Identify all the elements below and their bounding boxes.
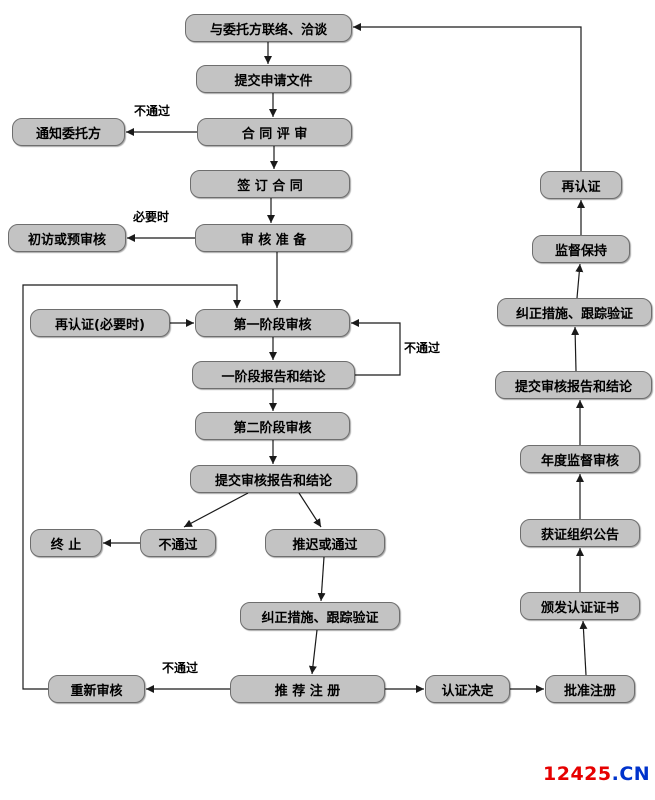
watermark-logo: 12425.CN — [543, 763, 650, 785]
edge-corrective-to-recommend — [308, 629, 318, 675]
node-org-announcement: 获证组织公告 — [520, 519, 640, 547]
node-submit-application: 提交申请文件 — [196, 65, 351, 93]
node-issue-certificate: 颁发认证证书 — [520, 592, 640, 620]
node-submit-audit-report: 提交审核报告和结论 — [190, 465, 357, 493]
edge-recert-to-contact — [353, 23, 582, 171]
node-corrective-measures: 纠正措施、跟踪验证 — [240, 602, 400, 630]
node-recert-if-needed: 再认证(必要时) — [30, 309, 170, 337]
node-annual-supervision: 年度监督审核 — [520, 445, 640, 473]
edge-label-register-fail: 不通过 — [162, 661, 199, 675]
edge-postpone-to-corrective — [317, 556, 326, 602]
node-cert-decision: 认证决定 — [425, 675, 510, 703]
node-submit-report-right: 提交审核报告和结论 — [495, 371, 652, 399]
node-recommend-register: 推 荐 注 册 — [230, 675, 385, 703]
node-stage1-report: 一阶段报告和结论 — [192, 361, 355, 389]
edge-approve-to-issue-cert — [579, 620, 588, 676]
node-approve-register: 批准注册 — [545, 675, 635, 703]
node-supervision-keep: 监督保持 — [532, 235, 630, 263]
node-recertification: 再认证 — [540, 171, 622, 199]
node-stage1-audit: 第一阶段审核 — [195, 309, 350, 337]
node-initial-visit: 初访或预审核 — [8, 224, 126, 252]
edge-label-contract-fail: 不通过 — [134, 104, 171, 118]
node-audit-preparation: 审 核 准 备 — [195, 224, 352, 252]
node-postpone-or-pass: 推迟或通过 — [265, 529, 385, 557]
watermark-logo-red: 12425 — [543, 763, 612, 785]
node-contract-review: 合 同 评 审 — [197, 118, 352, 146]
edge-corrective-right-to-supervision — [575, 263, 584, 299]
node-fail: 不通过 — [140, 529, 216, 557]
node-contact-client: 与委托方联络、洽谈 — [185, 14, 352, 42]
node-stage2-audit: 第二阶段审核 — [195, 412, 350, 440]
node-notify-client: 通知委托方 — [12, 118, 125, 146]
node-corrective-right: 纠正措施、跟踪验证 — [497, 298, 652, 326]
edge-reaudit-loop-to-stage1 — [22, 284, 241, 690]
edge-label-when-necessary: 必要时 — [133, 210, 170, 224]
watermark-logo-blue: .CN — [611, 763, 651, 785]
edge-stage1-report-fail-loop — [351, 319, 401, 376]
node-sign-contract: 签 订 合 同 — [190, 170, 350, 198]
edge-submit-report-to-postpone — [298, 492, 322, 528]
edge-report-right-to-corrective-right — [571, 326, 580, 372]
node-re-audit: 重新审核 — [48, 675, 145, 703]
edge-label-stage1-fail: 不通过 — [404, 341, 441, 355]
node-terminate: 终 止 — [30, 529, 102, 557]
edge-submit-report-to-fail — [183, 492, 249, 528]
